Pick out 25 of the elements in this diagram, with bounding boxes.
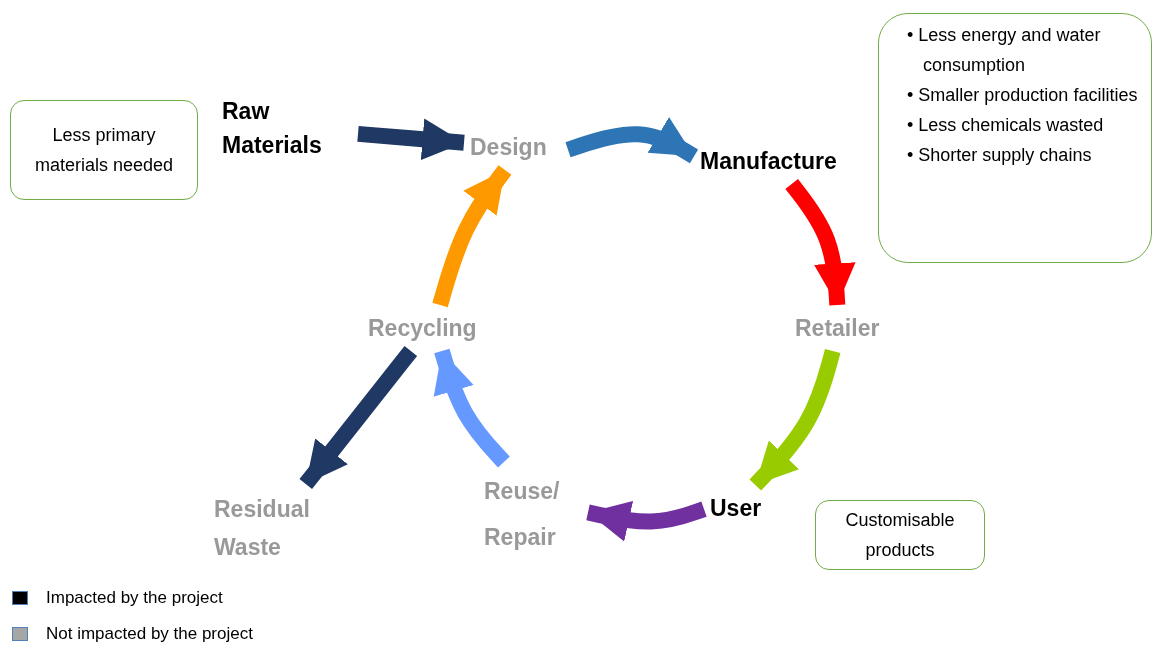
bullet-item: • Smaller production facilities [906,84,1139,107]
bullet-item: • Shorter supply chains [906,144,1093,167]
stage-label: Reuse/ Repair [484,468,582,560]
stage-label: Residual Waste [214,490,328,566]
stage-label: Raw Materials [222,94,352,162]
legend-label: Impacted by the project [46,588,223,608]
stage-label: Manufacture [700,144,866,178]
arrow [299,346,418,489]
arrow [565,117,699,164]
arrow [785,179,856,306]
arrow [357,118,465,160]
arrow [432,165,512,308]
note-box [878,13,1152,263]
arrow [433,348,510,468]
legend-label: Not impacted by the project [46,624,253,644]
note-box: Less primary materials needed [10,100,198,200]
stage-label: Design [470,130,562,164]
stage-label: Retailer [795,311,897,345]
bullet-item: • Less chemicals wasted [906,114,1105,137]
stage-label: Recycling [368,311,490,345]
note-box: Customisable products [815,500,985,570]
arrow [586,500,707,542]
arrow [749,348,841,491]
bullet-item: • Less energy and water consumption [906,24,1102,77]
stage-label: User [710,491,774,525]
